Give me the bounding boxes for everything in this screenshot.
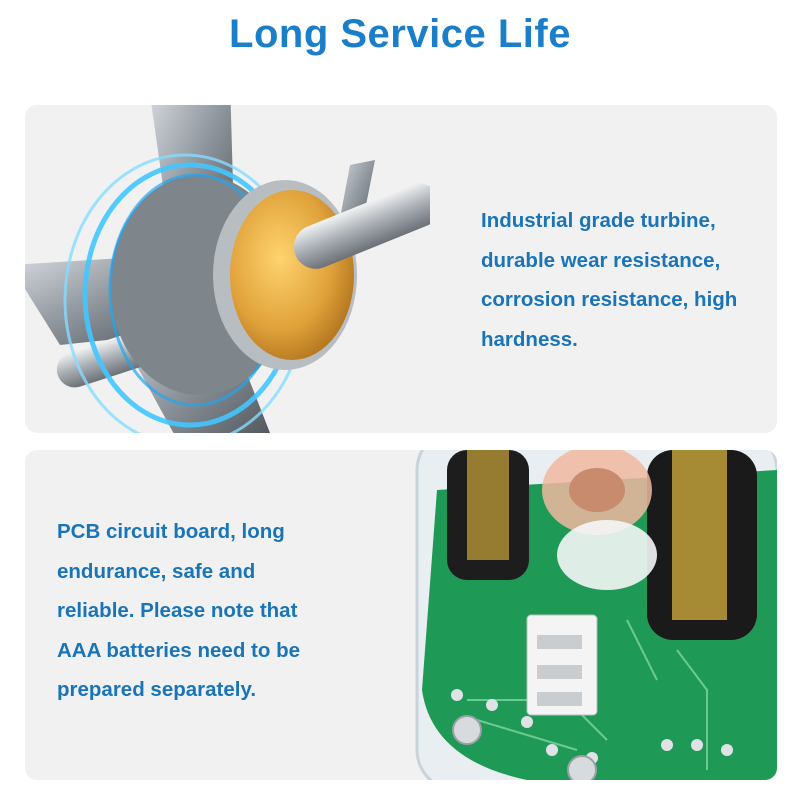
turbine-panel: Industrial grade turbine, durable wear r… [25, 105, 777, 433]
turbine-line: durable wear resistance, [481, 248, 721, 272]
pcb-line: endurance, safe and [57, 559, 256, 583]
pcb-panel: PCB circuit board, long endurance, safe … [25, 450, 777, 780]
pcb-line: reliable. Please note that [57, 599, 298, 622]
turbine-description: Industrial grade turbine, durable wear r… [481, 201, 771, 359]
turbine-line: hardness. [481, 327, 578, 351]
pcb-line: prepared separately. [57, 678, 257, 701]
pcb-illustration [415, 450, 777, 780]
pcb-description: PCB circuit board, long endurance, safe … [57, 512, 347, 710]
pcb-line: PCB circuit board, long [57, 520, 285, 543]
turbine-line: Industrial grade turbine, [481, 209, 716, 232]
page-title: Long Service Life [229, 12, 571, 56]
turbine-line: corrosion resistance, high [481, 288, 738, 311]
pcb-line: AAA batteries need to be [57, 638, 301, 662]
turbine-illustration [25, 105, 430, 433]
